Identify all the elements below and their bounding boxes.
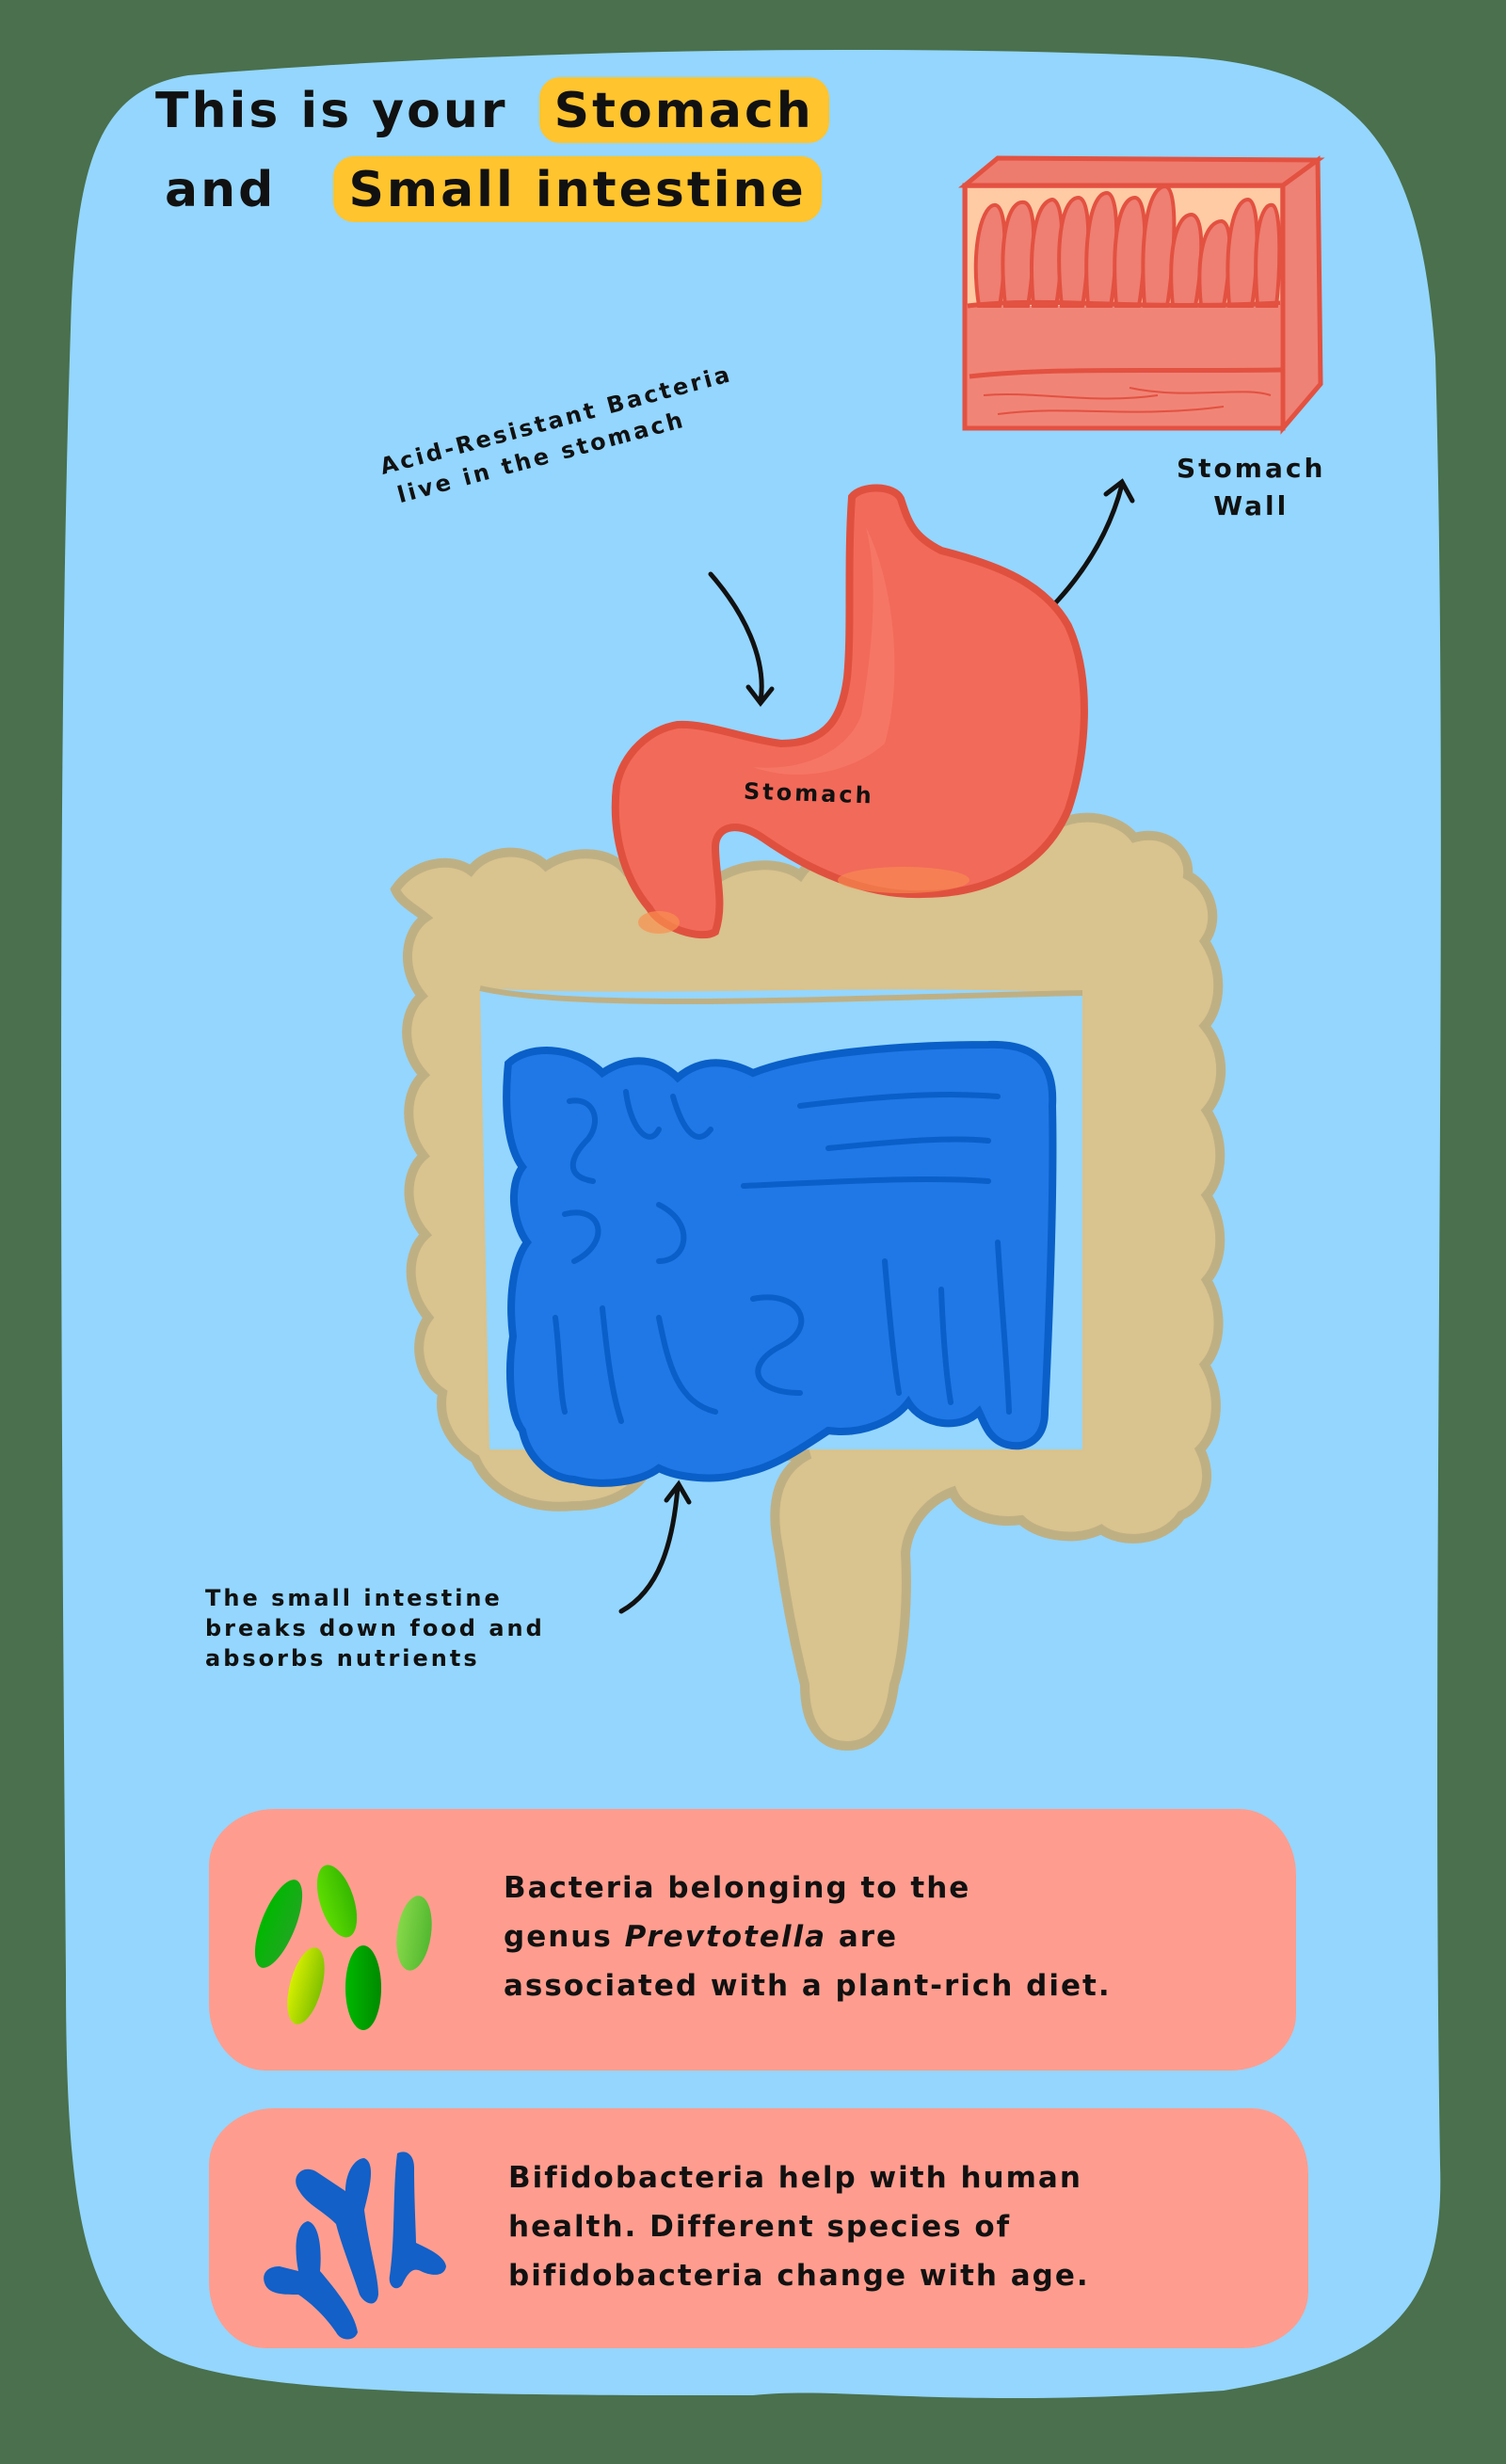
bifidobacteria-line-1: Bifidobacteria help with human: [508, 2161, 1082, 2195]
prevotella-line-2-suffix: are: [838, 1920, 899, 1954]
bifidobacteria-y-shaped-icon: [264, 2152, 446, 2340]
prevotella-line-3: associated with a plant-rich diet.: [504, 1969, 1112, 2003]
title-highlight-stomach: Stomach: [538, 77, 829, 143]
prevotella-line-2-prefix: genus: [504, 1920, 613, 1954]
title-prefix-2: and: [165, 162, 277, 218]
bifidobacteria-line-3: bifidobacteria change with age.: [508, 2259, 1090, 2293]
small-intestine: [503, 1040, 1057, 1487]
bifidobacteria-line-2: health. Different species of: [508, 2210, 1012, 2244]
arrow-to-small-intestine: [618, 1480, 692, 1614]
prevotella-info-card: Bacteria belonging to the genus Prevtote…: [209, 1809, 1296, 2071]
stomach-wall-line-2: Wall: [1213, 490, 1290, 521]
genus-name-prevotella: Prevtotella: [624, 1920, 827, 1954]
title-highlight-small-intestine: Small intestine: [333, 156, 822, 222]
small-intestine-line-1: The small intestine: [205, 1585, 503, 1611]
stomach-wall-label: Stomach Wall: [1177, 450, 1325, 525]
stomach-wall-diagram: [958, 155, 1325, 435]
title-prefix-1: This is your: [155, 83, 508, 139]
bifidobacteria-text: Bifidobacteria help with human health. D…: [508, 2153, 1090, 2300]
small-intestine-line-3: absorbs nutrients: [205, 1645, 480, 1672]
prevotella-line-2: genus Prevtotella are: [504, 1912, 1112, 1961]
small-intestine-line-2: breaks down food and: [205, 1615, 545, 1641]
stomach-organ-label: Stomach: [743, 777, 875, 809]
title-line-1: This is your Stomach: [155, 77, 829, 143]
stomach-wall-line-1: Stomach: [1177, 453, 1326, 484]
prevotella-rod-bacteria-icon: [254, 1864, 432, 2030]
small-intestine-label: The small intestine breaks down food and…: [205, 1583, 545, 1673]
bifidobacteria-info-card: Bifidobacteria help with human health. D…: [209, 2108, 1308, 2348]
title-line-2: and Small intestine: [165, 156, 822, 222]
prevotella-line-1: Bacteria belonging to the: [504, 1871, 971, 1905]
stomach-organ: [611, 484, 1088, 939]
prevotella-text: Bacteria belonging to the genus Prevtote…: [504, 1864, 1112, 2010]
arrow-to-stomach: [708, 571, 775, 708]
